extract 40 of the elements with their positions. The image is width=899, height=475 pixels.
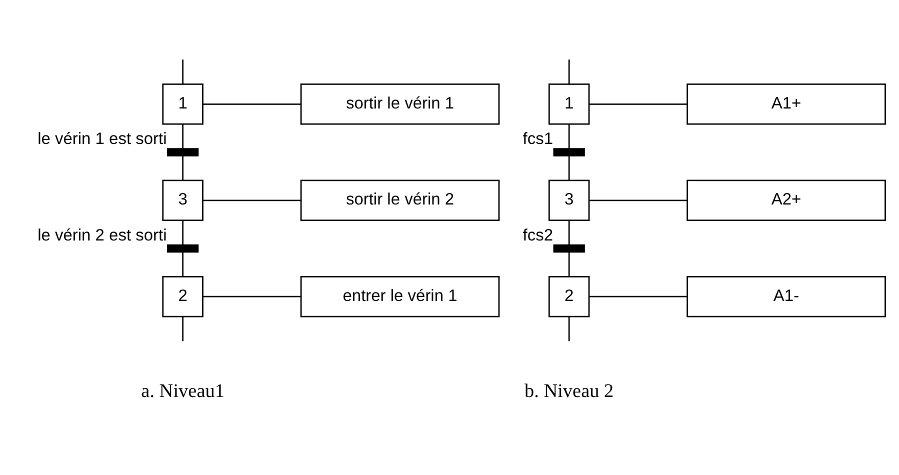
connector bbox=[568, 124, 570, 149]
node-bar bbox=[553, 244, 585, 253]
node-box: entrer le vérin 1 bbox=[300, 276, 500, 318]
node-box: sortir le vérin 1 bbox=[300, 84, 500, 125]
node-box: A1+ bbox=[686, 84, 886, 125]
connector bbox=[568, 252, 570, 277]
connector bbox=[182, 252, 184, 277]
connector bbox=[182, 316, 184, 342]
connector bbox=[182, 156, 184, 180]
node-box: 2 bbox=[548, 276, 590, 318]
node-box: sortir le vérin 2 bbox=[300, 180, 500, 221]
connector bbox=[568, 156, 570, 180]
connector bbox=[182, 124, 184, 149]
node-label: fcs1 bbox=[522, 130, 554, 148]
node-box: 3 bbox=[548, 180, 590, 221]
label: b. Niveau 2 bbox=[524, 380, 614, 402]
node-bar bbox=[167, 148, 199, 156]
connector bbox=[568, 316, 570, 342]
node-label: fcs2 bbox=[522, 226, 554, 244]
node-label: le vérin 1 est sorti bbox=[38, 130, 167, 148]
node-bar bbox=[167, 244, 199, 253]
node-box: 2 bbox=[162, 276, 204, 318]
connector bbox=[589, 200, 688, 202]
connector bbox=[202, 103, 302, 105]
connector bbox=[202, 296, 302, 298]
node-box: 1 bbox=[162, 84, 204, 125]
connector bbox=[568, 220, 570, 246]
node-box: 1 bbox=[548, 84, 590, 125]
node-label: le vérin 2 est sorti bbox=[38, 226, 167, 244]
connector bbox=[589, 296, 688, 298]
label: a. Niveau1 bbox=[141, 380, 224, 402]
node-box: A1- bbox=[686, 276, 886, 318]
connector bbox=[589, 103, 688, 105]
connector bbox=[568, 60, 570, 84]
connector bbox=[182, 60, 184, 84]
node-bar bbox=[553, 148, 585, 156]
connector bbox=[202, 200, 302, 202]
connector bbox=[182, 220, 184, 246]
node-box: A2+ bbox=[686, 180, 886, 221]
node-box: 3 bbox=[162, 180, 204, 221]
